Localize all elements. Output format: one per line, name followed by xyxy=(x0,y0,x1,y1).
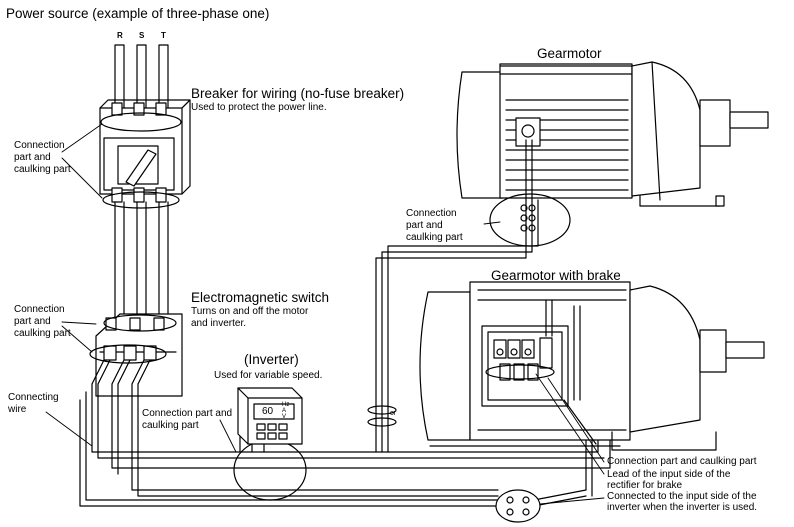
inverter-unit-hz: Hz xyxy=(282,402,290,408)
gearmotor-terminals xyxy=(520,204,536,232)
note-rectifier-lead-line1: Lead of the input side of the xyxy=(607,469,731,480)
gearmotor-title: Gearmotor xyxy=(537,46,602,61)
breaker-description: Used to protect the power line. xyxy=(191,102,327,113)
connecting-wire-bundle xyxy=(79,359,611,507)
caulk-label-breaker-line3: caulking part xyxy=(14,164,71,175)
note-inverter-input-line1: Connected to the input side of the xyxy=(607,491,757,502)
inverter-unit-v: V xyxy=(282,414,287,420)
switch-title: Electromagnetic switch xyxy=(191,290,330,305)
wires-to-gearmotor xyxy=(367,199,539,453)
inverter-drawing xyxy=(237,387,303,445)
diagram-title: Power source (example of three-phase one… xyxy=(6,6,270,21)
switch-description-line1: Turns on and off the motor xyxy=(191,306,309,317)
breaker-drawing xyxy=(99,99,191,209)
junction-box xyxy=(495,489,541,523)
caulk-label-switch-line2: part and xyxy=(14,316,51,327)
inverter-title: (Inverter) xyxy=(244,352,299,367)
wires-breaker-to-switch xyxy=(114,201,169,319)
connecting-wire-label-line1: Connecting xyxy=(8,392,59,403)
note-connection-caulking: Connection part and caulking part xyxy=(607,456,757,467)
caulk-label-gearmotor-line2: part and xyxy=(406,220,443,231)
inverter-display-value: 60 xyxy=(262,406,274,417)
caulk-label-gearmotor-line3: caulking part xyxy=(406,232,463,243)
leader-lines xyxy=(45,123,605,505)
gearmotor-brake-drawing xyxy=(419,281,765,451)
caulk-label-gearmotor-line1: Connection xyxy=(406,208,457,219)
caulk-label-inverter-line2: caulking part xyxy=(142,420,199,431)
breaker-title: Breaker for wiring (no-fuse breaker) xyxy=(191,86,405,101)
phase-label-t: T xyxy=(161,31,166,40)
note-inverter-input-line2: inverter when the inverter is used. xyxy=(607,502,758,513)
switch-description-line2: and inverter. xyxy=(191,318,247,329)
switch-drawing xyxy=(89,313,183,397)
gearmotor-drawing xyxy=(456,61,769,247)
inverter-description: Used for variable speed. xyxy=(214,370,323,381)
caulk-label-switch-line3: caulking part xyxy=(14,328,71,339)
phase-label-s: S xyxy=(139,31,145,40)
caulk-label-switch-line1: Connection xyxy=(14,304,65,315)
phase-label-r: R xyxy=(117,31,123,40)
wire-or-mark: or xyxy=(390,410,397,417)
caulk-label-breaker-line1: Connection xyxy=(14,140,65,151)
brake-terminal-block xyxy=(485,337,555,381)
note-rectifier-lead-line2: rectifier for brake xyxy=(607,480,683,491)
caulk-label-inverter-line1: Connection part and xyxy=(142,408,233,419)
connecting-wire-label-line2: wire xyxy=(8,404,27,415)
inverter-unit-a: A xyxy=(282,408,287,414)
caulk-label-breaker-line2: part and xyxy=(14,152,51,163)
gearmotor-brake-title: Gearmotor with brake xyxy=(491,268,621,283)
